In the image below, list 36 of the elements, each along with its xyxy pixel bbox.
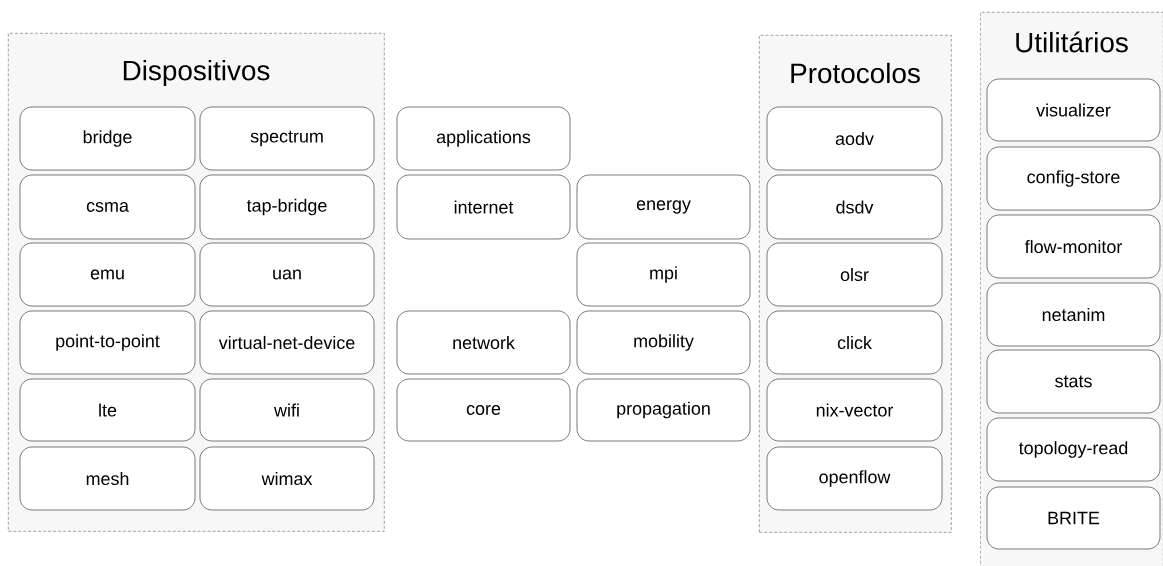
module-box: energy [576,174,751,240]
module-box: emu [19,242,196,307]
module-box: network [396,310,571,375]
module-box: virtual-net-device [199,310,375,375]
module-box: BRITE [986,486,1161,550]
module-box: wifi [199,378,375,442]
module-box: visualizer [986,78,1161,142]
module-box: click [766,310,943,375]
module-box: flow-monitor [986,214,1161,279]
module-box: spectrum [199,106,375,171]
module-box: olsr [766,242,943,307]
module-box: uan [199,242,375,307]
module-box: core [396,378,571,442]
module-box: netanim [986,282,1161,347]
module-box: tap-bridge [199,174,375,240]
module-box: stats [986,349,1161,414]
module-box: lte [19,378,196,442]
module-box: csma [19,174,196,240]
module-box: openflow [766,446,943,511]
module-box: mpi [576,242,751,307]
group-title: Utilitários [1016,31,1128,53]
module-box: point-to-point [19,310,196,375]
module-box: wimax [199,446,375,511]
module-box: mesh [19,446,196,511]
module-box: aodv [766,106,943,171]
module-box: topology-read [986,417,1161,482]
module-box: dsdv [766,174,943,240]
module-box: mobility [576,310,751,375]
module-box: nix-vector [766,378,943,442]
module-box: config-store [986,146,1161,211]
module-box: bridge [19,106,196,171]
module-box: internet [396,174,571,240]
group-title: Dispositivos [123,60,270,86]
module-box: propagation [576,378,751,442]
module-box: applications [396,106,571,171]
group-title: Protocolos [791,62,920,84]
